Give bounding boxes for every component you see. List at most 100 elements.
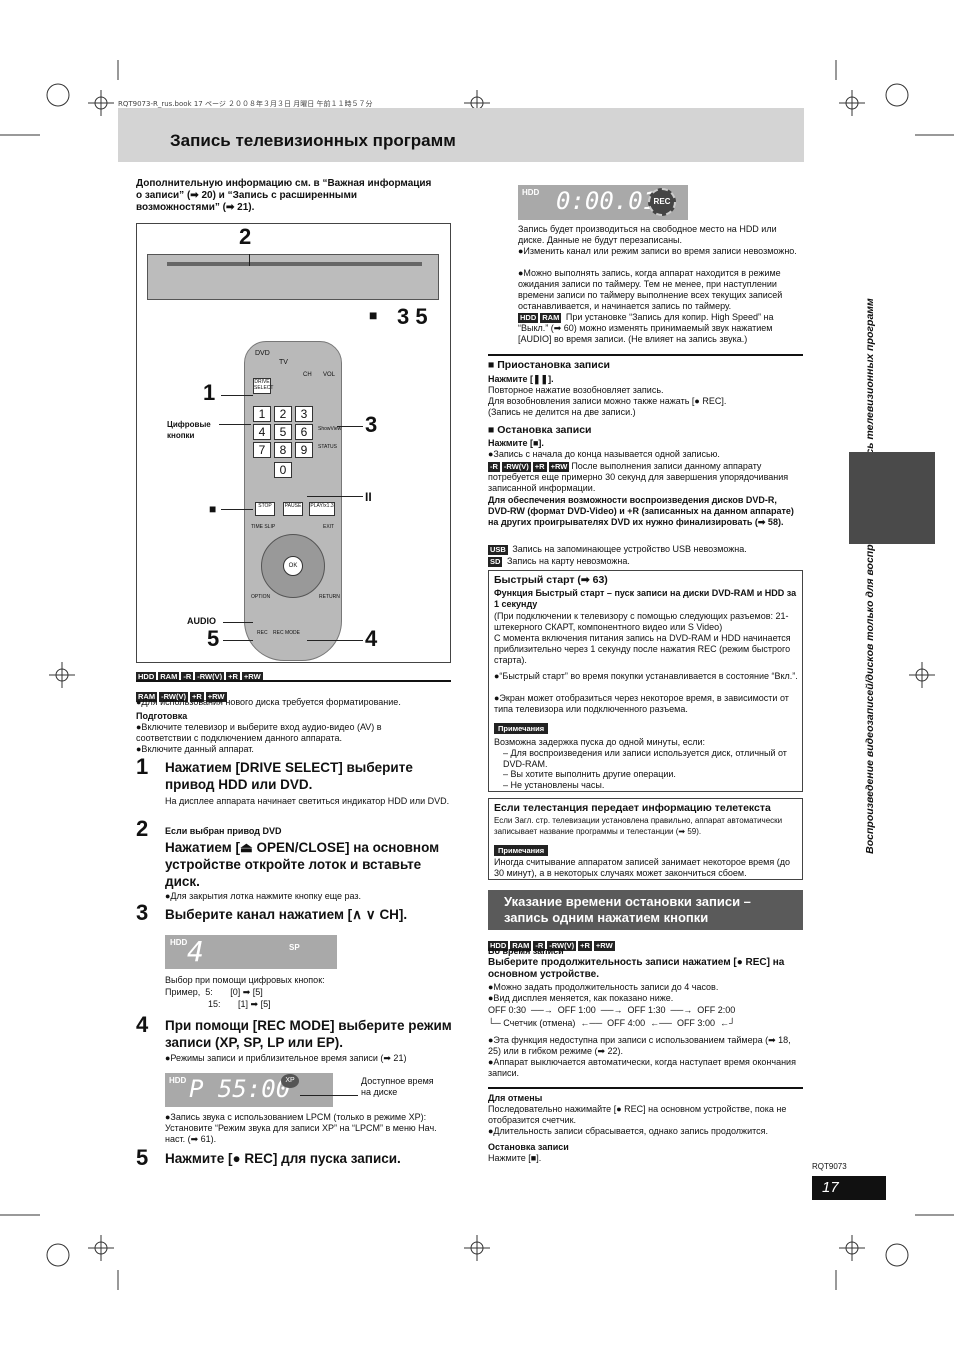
stop-bold: Нажмите [■].: [488, 438, 544, 448]
display-ch-hdd: HDD: [170, 938, 188, 947]
stop-t3: Для обеспечения возможности воспроизведе…: [488, 495, 794, 527]
pause-t3: (Запись не делится на две записи.): [488, 407, 636, 417]
otr-seq-1: OFF 0:30 ──→ OFF 1:00 ──→ OFF 1:30 ──→ O…: [488, 1005, 736, 1015]
pause-bold: Нажмите [❚❚].: [488, 374, 554, 384]
key-6[interactable]: 6: [295, 424, 313, 440]
display-rec: HDD 0:00.01 REC: [518, 185, 688, 220]
key-0[interactable]: 0: [274, 462, 292, 478]
key-3[interactable]: 3: [295, 406, 313, 422]
remote-timeslip-label: TIME SLIP: [251, 524, 276, 530]
tt-heading: Если телестанция передает информацию тел…: [494, 802, 771, 814]
step-1-num: 1: [136, 754, 149, 779]
remote-tv-label: TV: [279, 359, 288, 366]
qs-n2: – Для воспроизведения или записи использ…: [503, 748, 787, 769]
display-ch-value: 4: [187, 935, 204, 968]
drive-select-key[interactable]: DRIVE SELECT: [253, 378, 273, 394]
label-stop2: ■: [209, 502, 217, 516]
step-1-text: На дисплее аппарата начинает светиться и…: [165, 796, 450, 806]
stop-t1: ●Запись с начала до конца называется одн…: [488, 449, 720, 459]
display-ch-mode: SP: [289, 943, 300, 952]
stop-key[interactable]: STOP: [255, 502, 275, 516]
rec-text-3: ●Можно выполнять запись, когда аппарат н…: [518, 268, 783, 311]
cancel-heading: Для отмены: [488, 1093, 543, 1103]
step-5-num: 5: [136, 1145, 149, 1170]
qs-bold: Функция Быстрый старт – пуск записи на д…: [494, 588, 797, 609]
key-8[interactable]: 8: [274, 442, 292, 458]
remote-showview-label: ShowView: [318, 426, 342, 432]
stop-rec-heading: Остановка записи: [488, 1142, 569, 1152]
cancel-text-2: ●Длительность записи сбрасывается, однак…: [488, 1126, 768, 1136]
print-info: RQT9073-R_rus.book 17 ページ ２００８年３月３日 月曜日 …: [118, 100, 373, 108]
remote-dvd-label: DVD: [255, 350, 270, 357]
key-2[interactable]: 2: [274, 406, 292, 422]
remote-return-label: RETURN: [319, 594, 340, 600]
section-tab: [849, 452, 935, 544]
pause-key[interactable]: PAUSE: [283, 502, 303, 516]
tt-note: Иногда считывание аппаратом записей зани…: [494, 857, 790, 878]
format-note: ●Для использования нового диска требуетс…: [136, 697, 401, 707]
display-rec-badge: REC: [648, 188, 676, 216]
header-bar: [118, 108, 804, 162]
remote-option-label: OPTION: [251, 594, 271, 600]
remote-exit-label: EXIT: [323, 524, 335, 530]
label-4: 4: [365, 626, 378, 651]
otr-t2: ●Вид дисплея меняется, как показано ниже…: [488, 993, 674, 1003]
key-7[interactable]: 7: [253, 442, 271, 458]
pause-t2: Для возобновления записи можно также наж…: [488, 396, 727, 406]
step-4-num: 4: [136, 1012, 149, 1037]
teletext-box: Если телестанция передает информацию тел…: [488, 798, 803, 880]
qs-t1: (При подключении к телевизору с помощью …: [494, 611, 789, 632]
label-3-5: 3 5: [397, 304, 428, 329]
qs-n4: – Не установлены часы.: [503, 780, 605, 790]
doc-code: RQT9073: [812, 1162, 847, 1171]
label-pause: II: [365, 490, 372, 504]
step-4-text-2: ●Запись звука с использованием LPCM (тол…: [165, 1112, 437, 1144]
cancel-text: Последовательно нажимайте [● REC] на осн…: [488, 1104, 787, 1125]
stop-rec-text: Нажмите [■].: [488, 1153, 542, 1163]
quick-start-box: Быстрый старт (➡ 63) Функция Быстрый ста…: [488, 570, 803, 792]
pause-t1: Повторное нажатие возобновляет запись.: [488, 385, 664, 395]
usb-note: USB Запись на запоминающее устройство US…: [488, 544, 747, 555]
sd-note: SD Запись на карту невозможна.: [488, 556, 630, 567]
qs-heading: Быстрый старт (➡ 63): [494, 574, 608, 586]
step-2-num: 2: [136, 816, 149, 841]
display-rm-hdd: HDD: [169, 1076, 187, 1085]
step-3-text-3: 15: [1] ➡ [5]: [208, 999, 271, 1009]
prep-title: Подготовка: [136, 711, 188, 721]
ok-key[interactable]: OK: [283, 556, 303, 576]
display-rm-xp: XP: [281, 1074, 299, 1088]
prep-2: ●Включите данный аппарат.: [136, 744, 254, 754]
qs-t4: ●Экран может отобразиться через некоторо…: [494, 693, 789, 714]
key-5[interactable]: 5: [274, 424, 292, 440]
digit-keypad: 1 2 3 4 5 6 7 8 9 0: [253, 406, 315, 478]
side-caption: Воспроизведение видеозаписей/дисков толь…: [864, 298, 876, 854]
qs-notes-label: Примечания: [494, 723, 549, 734]
remote-vol-label: VOL: [323, 372, 336, 378]
play-key[interactable]: PLAY/x1.3: [309, 502, 335, 516]
label-3: 3: [365, 412, 378, 437]
label-2: 2: [239, 224, 252, 249]
key-9[interactable]: 9: [295, 442, 313, 458]
step-1-heading: Нажатием [DRIVE SELECT] выберите привод …: [165, 760, 413, 792]
remote-status-label: STATUS: [318, 444, 337, 450]
step-4-text: ●Режимы записи и приблизительное время з…: [165, 1053, 407, 1063]
key-4[interactable]: 4: [253, 424, 271, 440]
remote-ch-label: CH: [303, 372, 312, 378]
rec-mode-key[interactable]: REC MODE: [273, 630, 300, 636]
digits-label: Цифровые кнопки: [167, 420, 211, 440]
otr-t3: ●Эта функция недоступна при записи с исп…: [488, 1035, 791, 1056]
otr-heading: Указание времени остановки записи – запи…: [488, 890, 803, 930]
display-rec-counter: 0:00.01: [556, 187, 658, 215]
key-1[interactable]: 1: [253, 406, 271, 422]
rec-key[interactable]: REC: [257, 630, 268, 636]
display-rec-hdd: HDD: [522, 188, 540, 197]
step-4-heading: При помощи [REC MODE] выберите режим зап…: [165, 1018, 452, 1050]
otr-t4: ●Аппарат выключается автоматически, когд…: [488, 1057, 796, 1078]
tt-text: Если Загл. стр. телевизации установлена …: [494, 816, 783, 836]
stop-heading: ■ Остановка записи: [488, 424, 592, 436]
step-3-text-2: Пример, 5: [0] ➡ [5]: [165, 987, 263, 997]
qs-t2: С момента включения питания запись на DV…: [494, 633, 791, 665]
display-rec-mode: HDD P 55:00 XP: [165, 1073, 333, 1107]
